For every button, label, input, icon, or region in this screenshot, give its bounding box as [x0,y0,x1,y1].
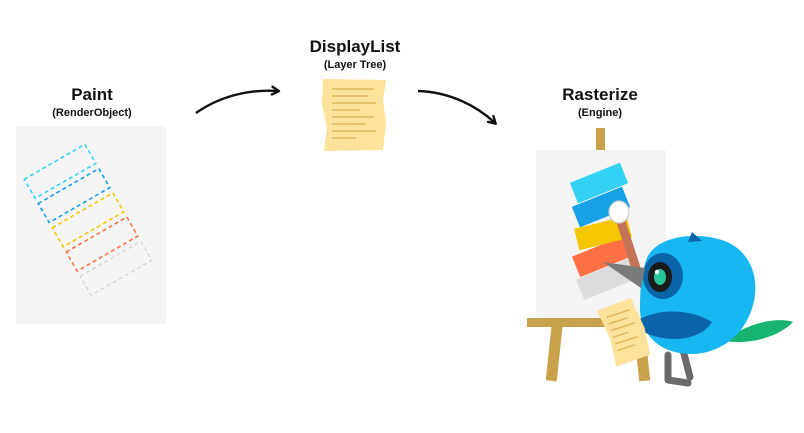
layer-outline-blue [37,167,111,224]
paint-panel [16,126,166,324]
displaylist-subtitle: (Layer Tree) [323,58,387,71]
rasterize-label: Rasterize (Engine) [530,85,670,119]
layer-cyan [569,162,629,204]
rasterize-subtitle: (Engine) [578,106,622,119]
layer-outline-gray [79,240,153,297]
displaylist-title: DisplayList [309,37,401,56]
paint-subtitle: (RenderObject) [52,106,132,119]
layer-outline-cyan [23,143,97,200]
layer-blue [571,186,631,228]
rasterize-title: Rasterize [562,85,638,104]
displaylist-label: DisplayList (Layer Tree) [285,37,425,71]
document-icon [322,79,386,151]
layer-orange [571,234,635,278]
paint-title: Paint [71,85,113,104]
layer-outline-orange [65,215,139,273]
arrow-right-icon [195,91,278,114]
paintbrush-icon [608,200,643,276]
paint-label: Paint (RenderObject) [22,85,162,119]
dash-bird-icon [597,232,793,387]
layer-outline-yellow [51,191,125,248]
dashed-layers [23,143,153,297]
arrow-right-icon [417,89,495,123]
